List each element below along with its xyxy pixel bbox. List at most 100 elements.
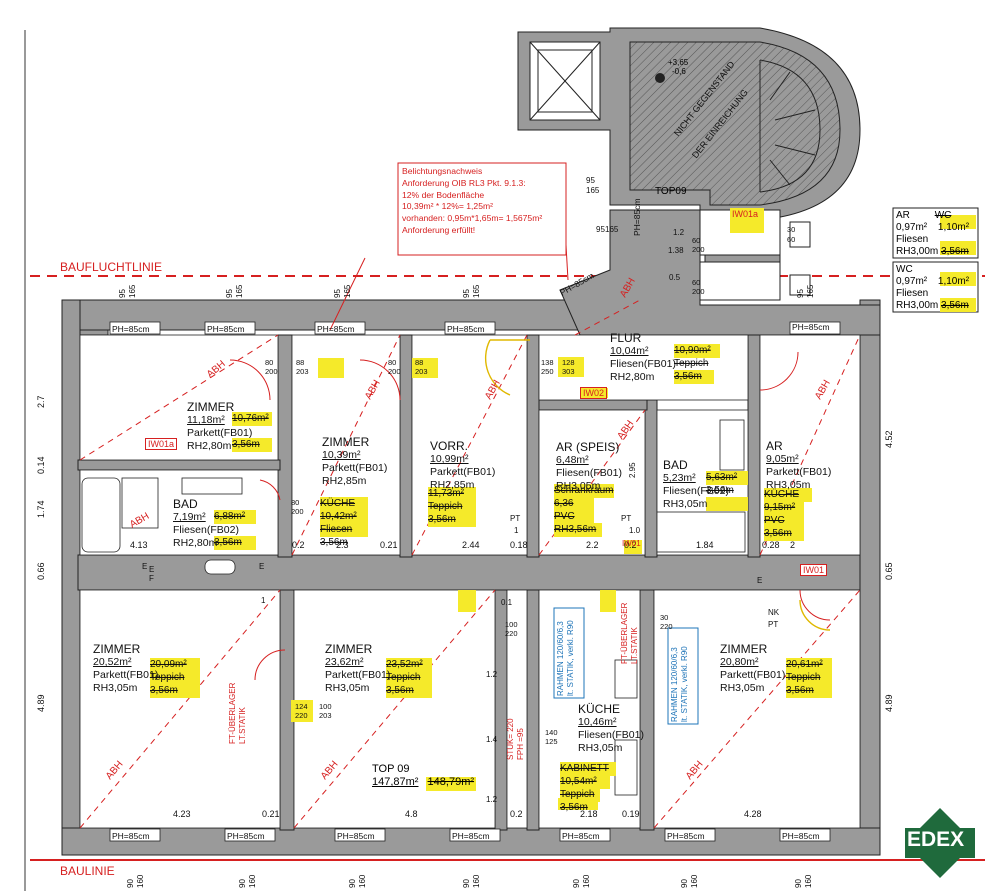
beam-note-right: RAHMEN 120/60/6,3 lt. STATIK, verkl. R90 <box>670 628 690 722</box>
room-previous-value: 3,56m <box>674 371 702 382</box>
dimension-label: 165 <box>235 284 244 298</box>
dimension-label: 1 <box>261 596 266 605</box>
room-previous-value <box>232 425 269 438</box>
room-info-line: 10,46m² <box>578 716 617 728</box>
dimension-label: PT <box>510 514 521 523</box>
dimension-label: 4.23 <box>173 809 191 819</box>
callout-line-2: Anforderung OIB RL3 Pkt. 9.1.3: <box>402 177 526 188</box>
edex-logo-text: EDEX <box>907 828 965 851</box>
stair-level: +3,65 <box>668 58 689 67</box>
window-ph-label: PH=85cm <box>792 322 830 332</box>
room-info-line: RH3,05m <box>325 682 370 694</box>
window-ph-label: PH=85cm <box>317 324 355 334</box>
room-info-line: RH2,85m <box>430 479 475 491</box>
dimension-label: 30 <box>787 225 796 234</box>
dimension-label: 220 <box>295 711 308 720</box>
stair-core <box>517 27 861 221</box>
room-info-line: RH3,05m <box>93 682 138 694</box>
legend-wc-area: 0,97m² 1,10m² <box>896 276 970 287</box>
dimension-label: 4.89 <box>36 694 46 712</box>
dimension-label: 30 <box>660 613 669 622</box>
top09-small: TOP09 <box>655 186 687 197</box>
dimension-label: 165 <box>605 225 619 234</box>
iw01-tag: IW01 <box>800 564 828 576</box>
room-name: ZIMMER <box>322 435 370 449</box>
dimension-label: 0.2 <box>510 809 523 819</box>
dimension-label: 160 <box>472 874 481 888</box>
beam-note-left-line2: lt. STATIK, verkl. R90 <box>566 620 575 696</box>
room-info-line: 5,23m² <box>663 472 696 484</box>
dimension-label: 203 <box>415 367 428 376</box>
dimension-label: 160 <box>804 874 813 888</box>
top09-title: TOP 09 <box>372 763 410 775</box>
room-previous-value: 3,56m <box>386 685 414 696</box>
edex-logo <box>905 808 975 878</box>
legend-wc-height: RH3,00m 3,56m <box>896 300 969 311</box>
window-ph-label: PH=85cm <box>562 831 600 841</box>
dimension-label: 165 <box>806 284 815 298</box>
dimension-label: 0.21 <box>262 809 280 819</box>
room-info-line: 20,80m² <box>720 656 759 668</box>
room-info-line: RH3,05m <box>663 498 708 510</box>
iw01a-top: IW01a <box>732 209 759 219</box>
dimension-label: 138 <box>541 358 554 367</box>
dimension-label: 0.18 <box>510 540 528 550</box>
legend-ar-height: RH3,00m 3,56m <box>896 246 969 257</box>
room-info-line: Parkett(FB01) <box>93 669 159 681</box>
room-previous-value: KÜCHE <box>764 489 800 500</box>
dimension-label: 4.13 <box>130 540 148 550</box>
room-info-line: 23,62m² <box>325 656 364 668</box>
dimension-label: 124 <box>295 702 308 711</box>
room-info-line: Fliesen(FB02) <box>663 485 729 497</box>
window-ph-label: PH=85cm <box>447 324 485 334</box>
room-previous-value: 9,15m² <box>764 502 796 513</box>
stuk-note: STUK= 220 FPH =95 <box>506 718 525 760</box>
dimension-label: 0.19 <box>622 809 640 819</box>
dimension-label: 220 <box>660 622 673 631</box>
room-info-line: Fliesen(FB01) <box>556 467 622 479</box>
room-previous-value: 6,36 <box>554 498 574 509</box>
dimension-label: 2 <box>790 540 796 550</box>
room-info-line: Fliesen(FB01) <box>578 729 644 741</box>
dimension-label: 165 <box>472 284 481 298</box>
dimension-label: 2.95 <box>628 462 637 478</box>
top09-total: TOP 09 147,87m² 148,79m² <box>372 763 474 789</box>
dimension-label: 2.18 <box>580 809 598 819</box>
ft-ueberlager-right: FT-ÜBERLAGER LT.STATIK <box>620 602 639 664</box>
dimension-label: PT <box>768 620 779 629</box>
room-info-line: Fliesen(FB01) <box>610 358 676 370</box>
window-ph-label: PH=85cm <box>782 831 820 841</box>
door-swings-yellow <box>484 339 831 631</box>
dimension-label: 90 <box>238 879 247 888</box>
dimension-label: 250 <box>541 367 554 376</box>
window-ph-label: PH=85cm <box>112 831 150 841</box>
room-previous-value: Teppich <box>674 358 709 369</box>
dimension-label: 2.44 <box>462 540 480 550</box>
callout-line-6: Anforderung erfüllt! <box>402 224 476 235</box>
callout-line-1: Belichtungsnachweis <box>402 166 483 176</box>
top09-area: 147,87m² 148,79m² <box>372 776 475 788</box>
dimension-label: 90 <box>572 879 581 888</box>
stair-level-2: -0,6 <box>672 67 686 76</box>
dimension-label: 200 <box>265 367 278 376</box>
room-previous-value: 3,56m <box>764 528 792 539</box>
room-previous-value: Fliesen <box>320 524 353 535</box>
dimension-label: 95 <box>596 225 605 234</box>
dimension-label: 200 <box>388 367 401 376</box>
room-name: VORR. <box>430 439 469 453</box>
room-info-line: 7,19m² <box>173 511 206 523</box>
dimension-label: 2.2 <box>586 540 599 550</box>
dimension-label: 1.38 <box>668 246 684 255</box>
room-previous-value: Teppich <box>428 501 463 512</box>
